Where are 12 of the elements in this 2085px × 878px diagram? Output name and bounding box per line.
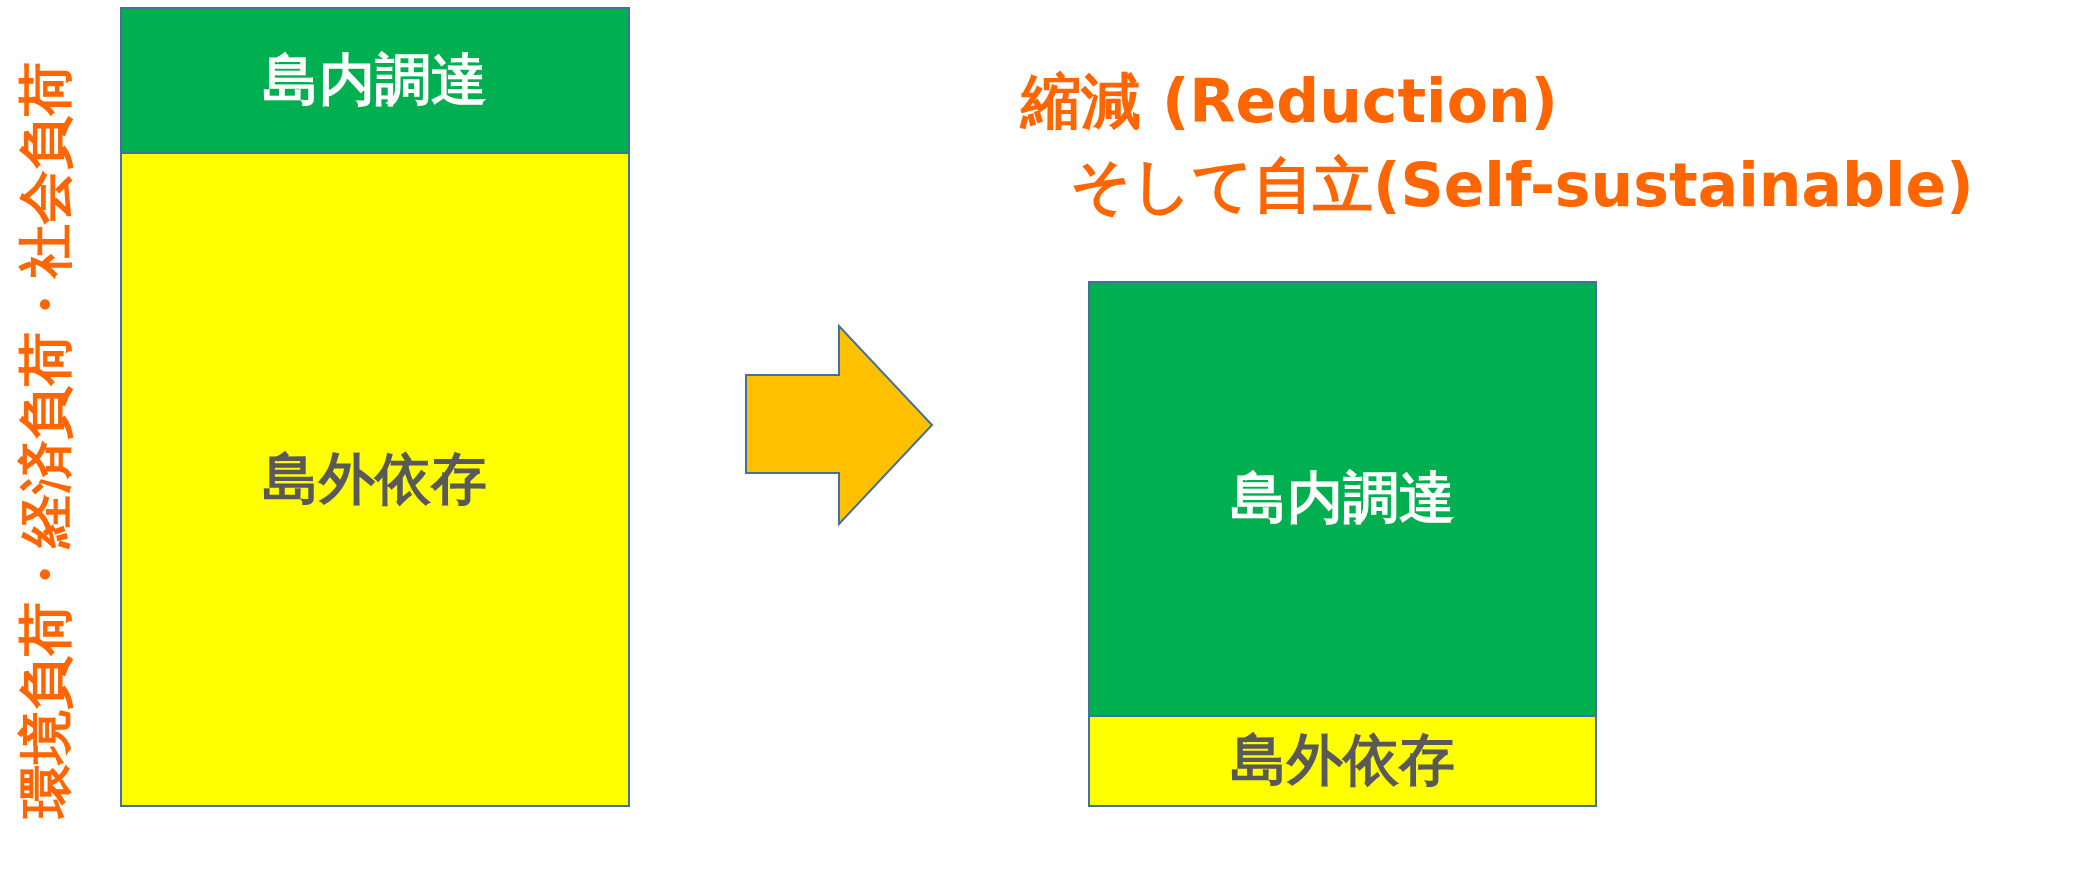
block-label: 島外依存: [263, 444, 487, 513]
block-label: 島内調達: [263, 45, 487, 114]
block-label: 島内調達: [1230, 464, 1455, 532]
procurement-block: [120, 7, 630, 154]
block-label: 島外依存: [1230, 726, 1455, 794]
heading: 縮減 (Reduction): [1021, 65, 1559, 138]
block-arrow: [745, 323, 934, 527]
dependence-block: [120, 152, 630, 807]
procurement-block: [1088, 281, 1597, 717]
vertical-heading: 環境負荷・経済負荷・社会負荷: [12, 62, 78, 818]
dependence-block: [1088, 715, 1597, 807]
heading: そして自立(Self-sustainable): [1070, 149, 1974, 222]
